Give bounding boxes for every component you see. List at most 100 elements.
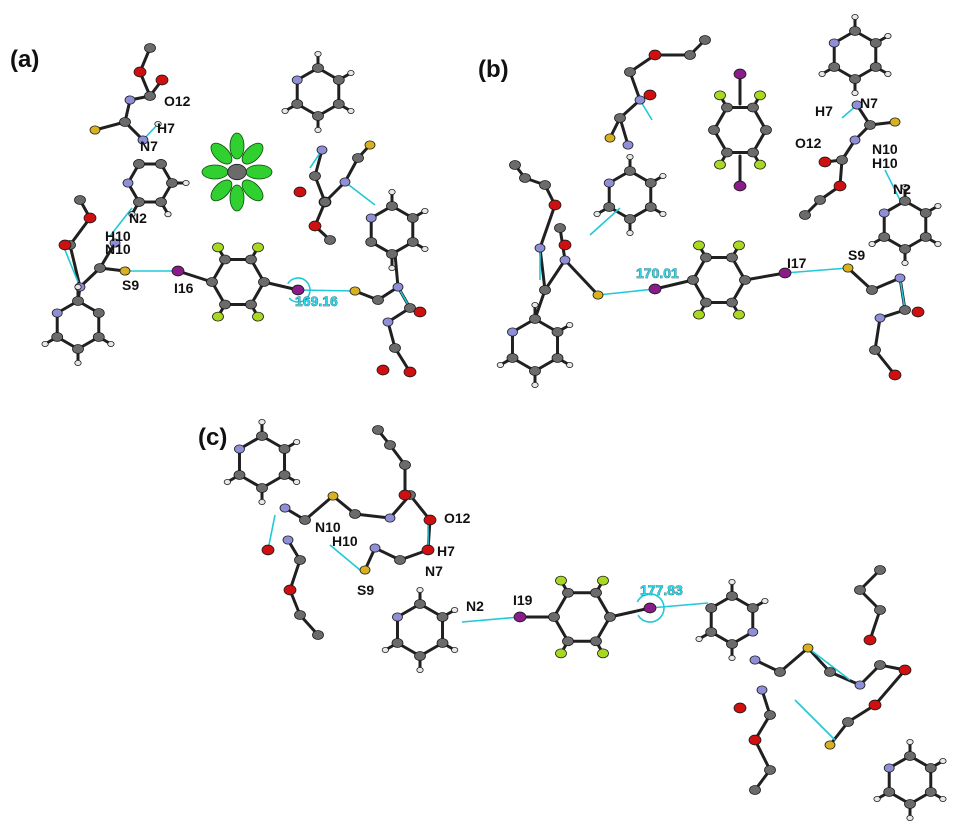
atom-i-73 (171, 265, 185, 277)
bond-228 (538, 203, 557, 250)
atom-n-15 (122, 178, 134, 188)
bond-534 (873, 668, 907, 707)
atom-f-307 (754, 90, 766, 101)
atom-o-240 (558, 239, 572, 251)
bond-530 (806, 646, 832, 674)
contact-line-50 (64, 249, 79, 283)
contact-line-136 (344, 181, 376, 206)
atom-c-287 (687, 275, 699, 285)
atom-n-415 (234, 444, 245, 454)
atom-n-437 (369, 543, 381, 553)
panel-c-label-n2: N2 (466, 598, 484, 614)
panel-b-label-s9: S9 (848, 247, 865, 263)
panel-b-angle-label: 170.01 (636, 265, 679, 281)
atom-o-543 (898, 664, 912, 676)
bond-552 (753, 738, 772, 772)
atom-s-539 (802, 643, 814, 653)
atom-c-458 (372, 425, 384, 435)
atom-f-301 (754, 159, 766, 170)
panel-a-letter: (a) (10, 46, 39, 73)
contact-line-507 (649, 602, 709, 609)
atom-h-146 (314, 126, 322, 134)
contact-line-481 (461, 616, 521, 623)
atom-c-155 (291, 99, 304, 109)
atom-c-16 (133, 159, 145, 169)
panel-c-letter: (c) (198, 424, 227, 451)
atom-c-288 (700, 252, 712, 263)
atom-o-112 (376, 364, 390, 376)
atom-c-69 (72, 296, 84, 306)
atom-f-492 (555, 648, 567, 659)
panel-b-label-n2: N2 (893, 181, 911, 197)
atom-c-378 (899, 196, 911, 206)
atom-h-64 (74, 283, 82, 291)
atom-c-379 (919, 208, 932, 218)
atom-c-313 (747, 102, 759, 113)
atom-h-405 (258, 498, 266, 506)
atom-h-474 (451, 606, 459, 614)
atom-c-89 (245, 299, 257, 310)
contact-line-49 (109, 207, 133, 237)
atom-c-445 (294, 555, 306, 565)
atom-c-310 (721, 147, 733, 158)
atom-c-167 (352, 153, 364, 163)
atom-c-312 (721, 102, 733, 113)
panel-a-label-s9: S9 (122, 277, 139, 293)
atom-n-522 (747, 627, 759, 637)
contact-line-548 (794, 699, 836, 741)
atom-c-45 (74, 195, 86, 205)
atom-c-557 (764, 765, 776, 775)
panel-c-label-s9: S9 (357, 582, 374, 598)
atom-o-455 (398, 489, 412, 501)
atom-c-286 (700, 297, 712, 308)
atom-c-260 (506, 353, 519, 363)
atom-i-505 (643, 602, 657, 614)
atom-c-12 (166, 178, 178, 188)
atom-o-556 (748, 734, 762, 746)
atom-i-482 (513, 611, 527, 623)
atom-n-261 (507, 327, 518, 337)
atom-c-502 (590, 587, 602, 598)
atom-c-417 (278, 444, 291, 454)
atom-n-216 (634, 95, 646, 105)
panel-c-label-h7: H7 (437, 543, 455, 559)
panel-c-label-i19: I19 (513, 592, 533, 608)
atom-c-17 (155, 159, 167, 169)
atom-c-558 (749, 785, 761, 795)
atom-h-122 (421, 245, 429, 253)
atom-c-13 (155, 197, 167, 207)
atom-c-577 (883, 787, 896, 797)
contact-line-268 (589, 207, 621, 236)
atom-h-62 (41, 340, 49, 348)
atom-n-428 (279, 503, 291, 513)
contact-line-267 (597, 288, 656, 296)
contact-line-395 (899, 277, 906, 311)
atom-c-164 (309, 171, 321, 181)
atom-c-65 (92, 332, 105, 342)
atom-h-150 (314, 50, 322, 58)
atom-h-152 (347, 69, 355, 77)
atom-n-25 (124, 95, 136, 105)
atom-h-193 (659, 210, 667, 218)
panel-b-letter: (b) (478, 56, 509, 83)
bond-264 (533, 288, 547, 321)
atom-n-337 (828, 38, 840, 48)
atom-c-92 (219, 254, 231, 265)
atom-c-475 (436, 638, 449, 648)
atom-c-351 (814, 195, 826, 205)
atom-h-572 (906, 738, 914, 746)
atom-o-44 (83, 212, 97, 224)
disorder-lobe-182 (210, 142, 233, 165)
atom-h-201 (659, 172, 667, 180)
atom-n-444 (282, 535, 294, 545)
atom-h-468 (416, 666, 424, 674)
contact-line-380 (884, 169, 901, 201)
atom-layer (41, 13, 947, 822)
atom-n-205 (603, 178, 615, 188)
contact-line-98 (297, 289, 356, 292)
panel-c-label-n10: N10 (315, 519, 341, 535)
atom-f-83 (212, 311, 224, 322)
atom-c-157 (312, 63, 324, 73)
atom-h-566 (939, 795, 947, 803)
disorder-lobe-177 (245, 164, 273, 180)
